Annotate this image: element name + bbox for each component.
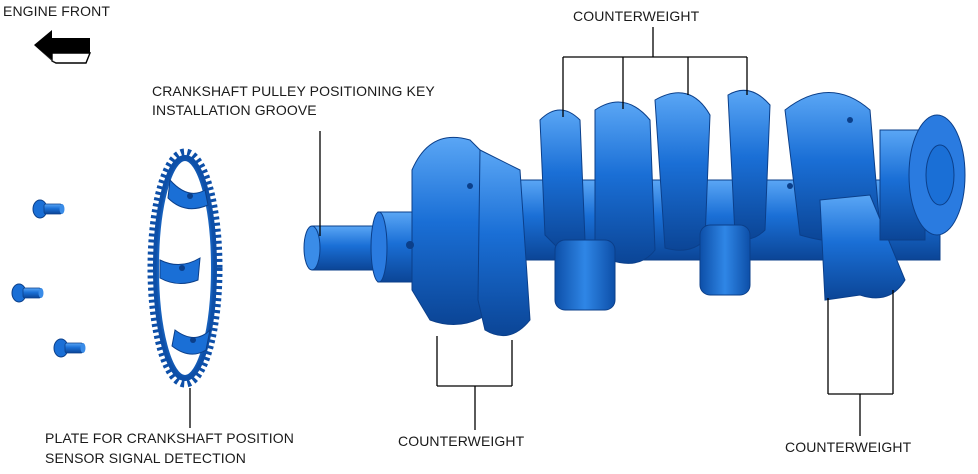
counterweight-bottom-left-label: COUNTERWEIGHT	[398, 433, 525, 449]
key-groove-label-line2: INSTALLATION GROOVE	[152, 102, 317, 118]
bolt-icon	[32, 199, 65, 219]
bolt-icon	[53, 338, 86, 358]
crankshaft	[303, 89, 966, 337]
leader-lines	[189, 27, 894, 436]
plate-label-line1: PLATE FOR CRANKSHAFT POSITION	[45, 430, 294, 446]
bolt-icon	[11, 283, 44, 303]
plate-label-line2: SENSOR SIGNAL DETECTION	[45, 450, 246, 466]
counterweight-top-label: COUNTERWEIGHT	[573, 8, 700, 24]
sensor-plate-ring	[147, 148, 223, 388]
engine-front-label: ENGINE FRONT	[3, 3, 110, 19]
key-groove-label-line1: CRANKSHAFT PULLEY POSITIONING KEY	[152, 83, 435, 99]
counterweight-bottom-right-label: COUNTERWEIGHT	[785, 439, 912, 455]
arrow-left-icon	[34, 30, 92, 64]
